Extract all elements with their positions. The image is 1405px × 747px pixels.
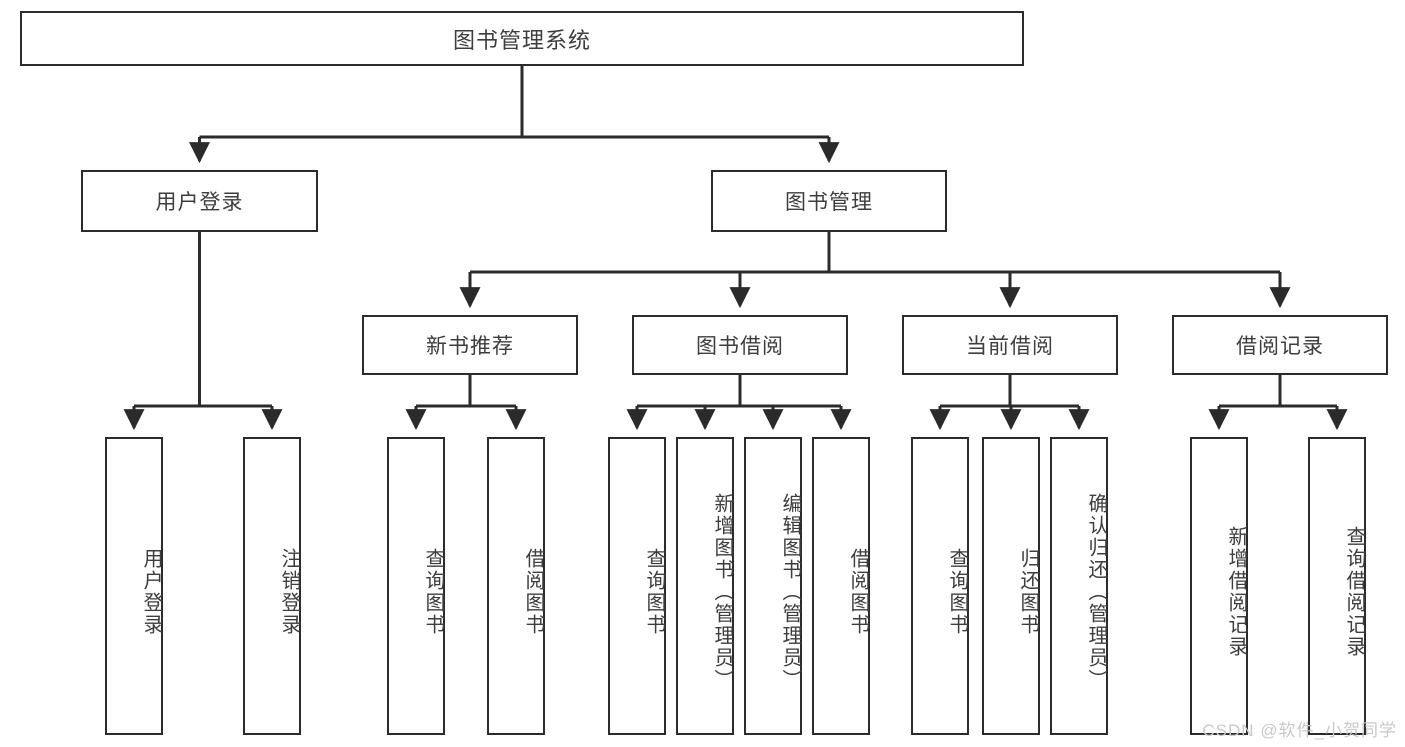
node-root-label: 图书管理系统 bbox=[452, 27, 591, 53]
node-leaf-bb-borrow[interactable]: 借阅图书 bbox=[812, 437, 870, 735]
node-leaf-bb-add-label: 新增图书（管理员） bbox=[711, 493, 733, 691]
node-current-borrow-label: 当前借阅 bbox=[966, 335, 1054, 358]
node-leaf-user-logout-label: 注销登录 bbox=[278, 548, 300, 636]
node-leaf-br-query-label: 查询借阅记录 bbox=[1343, 526, 1365, 658]
node-borrow-record[interactable]: 借阅记录 bbox=[1172, 315, 1388, 375]
node-leaf-cb-query-label: 查询图书 bbox=[946, 548, 968, 636]
node-book-manage[interactable]: 图书管理 bbox=[711, 170, 947, 232]
node-book-manage-label: 图书管理 bbox=[785, 191, 873, 214]
node-user-login[interactable]: 用户登录 bbox=[81, 170, 318, 232]
node-leaf-cb-confirm-label: 确认归还（管理员） bbox=[1085, 493, 1107, 691]
node-root[interactable]: 图书管理系统 bbox=[20, 11, 1024, 66]
node-leaf-rec-borrow[interactable]: 借阅图书 bbox=[487, 437, 545, 735]
node-leaf-user-logout[interactable]: 注销登录 bbox=[243, 437, 301, 735]
csdn-watermark: CSDN @软件_小贺同学 bbox=[1202, 721, 1397, 740]
node-leaf-user-login-label: 用户登录 bbox=[140, 548, 162, 636]
node-leaf-br-add-label: 新增借阅记录 bbox=[1225, 526, 1247, 658]
node-leaf-bb-query-label: 查询图书 bbox=[643, 548, 665, 636]
node-leaf-rec-query[interactable]: 查询图书 bbox=[387, 437, 445, 735]
node-leaf-rec-borrow-label: 借阅图书 bbox=[522, 548, 544, 636]
node-leaf-bb-query[interactable]: 查询图书 bbox=[608, 437, 666, 735]
node-book-borrow-label: 图书借阅 bbox=[696, 335, 784, 358]
node-book-borrow[interactable]: 图书借阅 bbox=[632, 315, 848, 375]
node-leaf-br-query[interactable]: 查询借阅记录 bbox=[1308, 437, 1366, 735]
node-leaf-user-login[interactable]: 用户登录 bbox=[105, 437, 163, 735]
node-leaf-bb-edit-label: 编辑图书（管理员） bbox=[779, 493, 801, 691]
node-leaf-cb-return[interactable]: 归还图书 bbox=[982, 437, 1040, 735]
node-leaf-br-add[interactable]: 新增借阅记录 bbox=[1190, 437, 1248, 735]
node-user-login-label: 用户登录 bbox=[155, 191, 244, 214]
node-current-borrow[interactable]: 当前借阅 bbox=[902, 315, 1118, 375]
node-leaf-bb-add[interactable]: 新增图书（管理员） bbox=[676, 437, 734, 735]
node-leaf-cb-query[interactable]: 查询图书 bbox=[911, 437, 969, 735]
node-new-book-rec-label: 新书推荐 bbox=[426, 335, 514, 358]
node-leaf-bb-borrow-label: 借阅图书 bbox=[847, 548, 869, 636]
node-leaf-cb-return-label: 归还图书 bbox=[1017, 548, 1039, 636]
node-borrow-record-label: 借阅记录 bbox=[1236, 335, 1324, 358]
node-leaf-cb-confirm[interactable]: 确认归还（管理员） bbox=[1050, 437, 1108, 735]
node-leaf-rec-query-label: 查询图书 bbox=[422, 548, 444, 636]
node-leaf-bb-edit[interactable]: 编辑图书（管理员） bbox=[744, 437, 802, 735]
node-new-book-rec[interactable]: 新书推荐 bbox=[362, 315, 578, 375]
